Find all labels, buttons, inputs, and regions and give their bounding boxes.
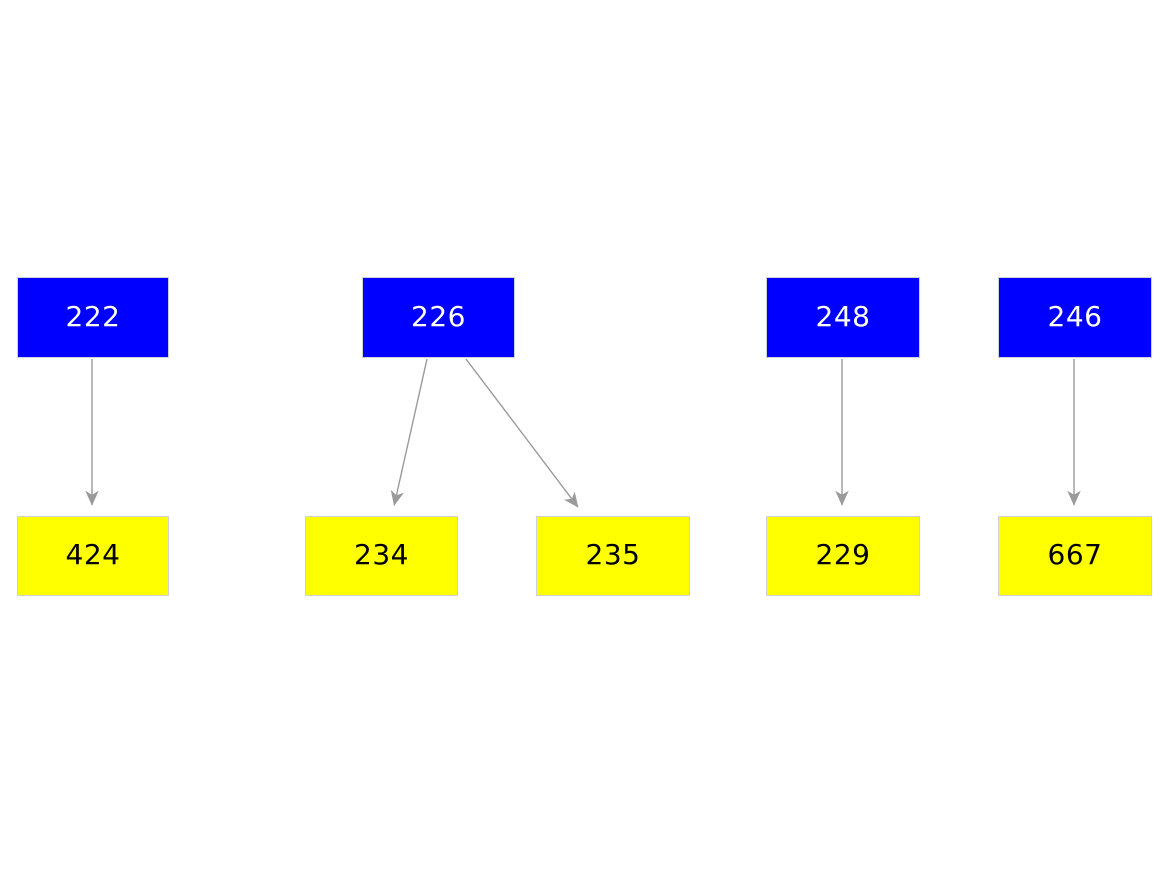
node-229[interactable]: 229: [766, 516, 920, 596]
edge-226-to-235: [465, 358, 579, 508]
node-label: 235: [585, 538, 641, 571]
node-667[interactable]: 667: [998, 516, 1152, 596]
node-label: 246: [1047, 299, 1103, 333]
node-248[interactable]: 248: [766, 277, 920, 358]
node-label: 229: [815, 538, 871, 571]
node-label: 248: [815, 299, 871, 333]
node-424[interactable]: 424: [17, 516, 169, 596]
node-label: 234: [354, 538, 409, 571]
node-label: 424: [65, 538, 121, 571]
node-label: 226: [411, 299, 466, 333]
node-226[interactable]: 226: [362, 277, 515, 358]
node-label: 667: [1047, 538, 1103, 571]
node-222[interactable]: 222: [17, 277, 169, 358]
node-246[interactable]: 246: [998, 277, 1152, 358]
node-label: 222: [65, 299, 121, 333]
node-235[interactable]: 235: [536, 516, 690, 596]
node-234[interactable]: 234: [305, 516, 458, 596]
edge-group: [85, 358, 1081, 508]
edge-226-to-234: [390, 358, 428, 506]
